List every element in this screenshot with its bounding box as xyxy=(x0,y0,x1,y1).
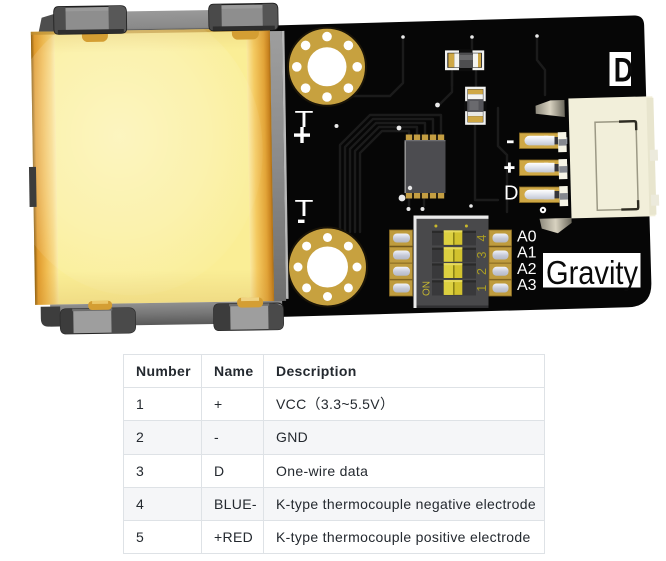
svg-text:A2: A2 xyxy=(517,261,537,278)
svg-text:4: 4 xyxy=(475,234,489,241)
svg-text:3: 3 xyxy=(475,251,489,258)
svg-text:ON: ON xyxy=(421,281,432,296)
svg-text:2: 2 xyxy=(475,268,489,275)
svg-text:T: T xyxy=(295,106,314,132)
svg-text:D: D xyxy=(504,183,518,205)
svg-text:T: T xyxy=(295,195,314,221)
svg-text:A1: A1 xyxy=(517,245,537,262)
svg-text:A0: A0 xyxy=(517,228,537,245)
svg-text:Gravity: Gravity xyxy=(546,254,638,291)
svg-text:D: D xyxy=(614,52,633,90)
svg-text:A3: A3 xyxy=(517,277,537,294)
svg-text:1: 1 xyxy=(475,285,489,292)
